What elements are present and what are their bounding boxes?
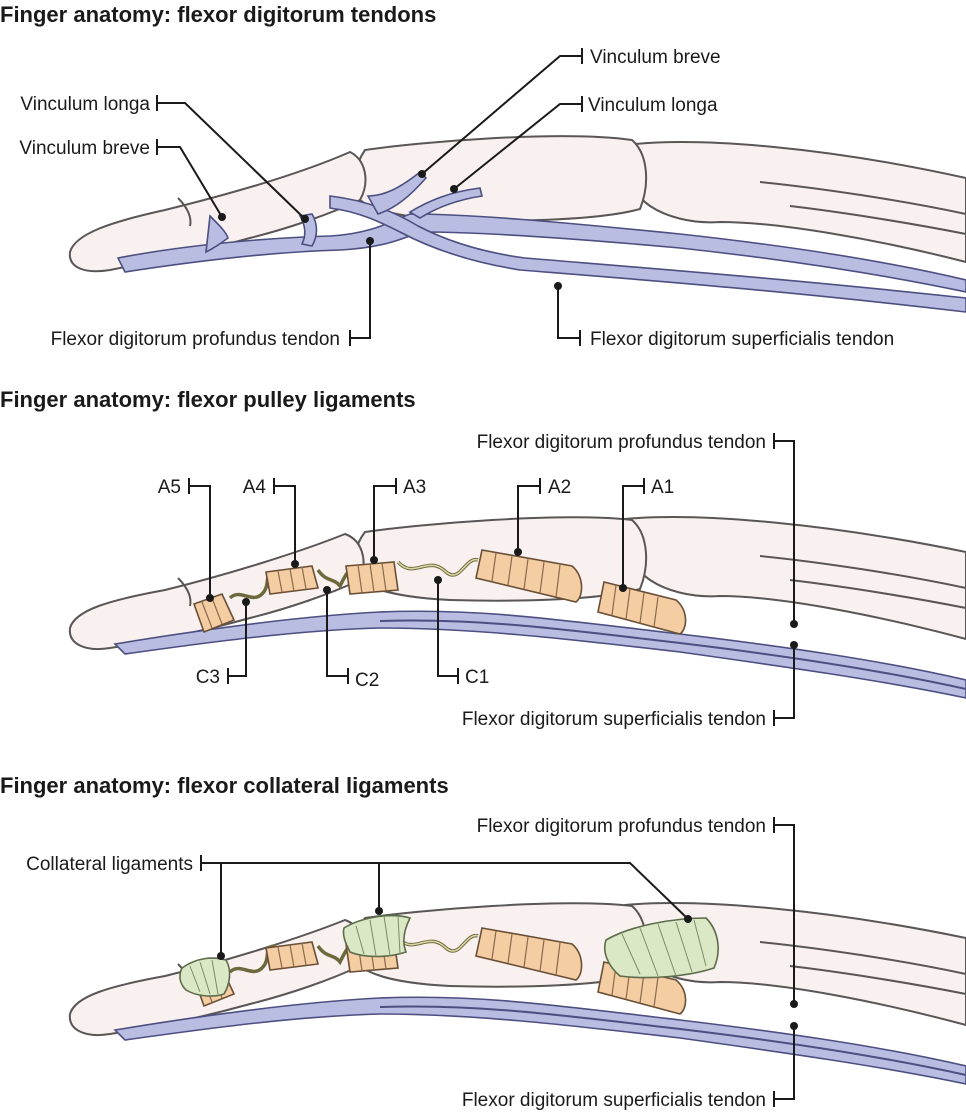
label-a5: A5 (158, 477, 181, 498)
leaders-panel-2 (188, 433, 798, 726)
label-fds-panel-3: Flexor digitorum superficialis tendon (462, 1090, 766, 1111)
pulley-a1 (597, 581, 687, 635)
label-fds-panel-2: Flexor digitorum superficialis tendon (462, 709, 766, 730)
pulley-a5 (192, 593, 236, 634)
leaders-panel-3 (200, 817, 798, 1107)
panel-1-title: Finger anatomy: flexor digitorum tendons (0, 2, 436, 27)
panel-flexor-pulley-ligaments: Finger anatomy: flexor pulley ligaments (0, 387, 966, 730)
finger-illustration-1 (68, 135, 966, 313)
label-a4: A4 (243, 477, 267, 498)
finger-illustration-2 (68, 516, 966, 699)
finger-illustration-3 (68, 902, 966, 1085)
collateral-ligament-distal (179, 957, 231, 997)
label-a3: A3 (403, 477, 426, 498)
collateral-ligament-proximal (604, 917, 719, 979)
label-vinculum-longa-right: Vinculum longa (588, 95, 718, 116)
label-vinculum-breve-left: Vinculum breve (19, 138, 150, 159)
label-fds-panel-1: Flexor digitorum superficialis tendon (590, 329, 894, 350)
collateral-ligament-middle (342, 914, 412, 958)
pulley-a3 (345, 561, 399, 595)
label-fdp-panel-2: Flexor digitorum profundus tendon (477, 432, 766, 453)
label-c1: C1 (465, 667, 489, 688)
pulley-a4 (265, 565, 320, 595)
label-a2: A2 (548, 477, 571, 498)
label-vinculum-breve-right: Vinculum breve (590, 47, 721, 68)
label-a1: A1 (651, 477, 674, 498)
leaders-panel-1 (156, 48, 583, 346)
pulley-a2 (475, 549, 583, 603)
label-vinculum-longa-left: Vinculum longa (20, 94, 150, 115)
label-c2: C2 (355, 670, 379, 691)
panel-flexor-digitorum-tendons: Finger anatomy: flexor digitorum tendons (0, 2, 966, 350)
label-c3: C3 (196, 667, 220, 688)
label-fdp-panel-1: Flexor digitorum profundus tendon (51, 329, 340, 350)
panel-flexor-collateral-ligaments: Finger anatomy: flexor collateral ligame… (0, 773, 966, 1111)
panel-3-title: Finger anatomy: flexor collateral ligame… (0, 773, 449, 798)
label-collateral-ligaments: Collateral ligaments (26, 854, 193, 875)
label-fdp-panel-3: Flexor digitorum profundus tendon (477, 816, 766, 837)
panel-2-title: Finger anatomy: flexor pulley ligaments (0, 387, 416, 412)
